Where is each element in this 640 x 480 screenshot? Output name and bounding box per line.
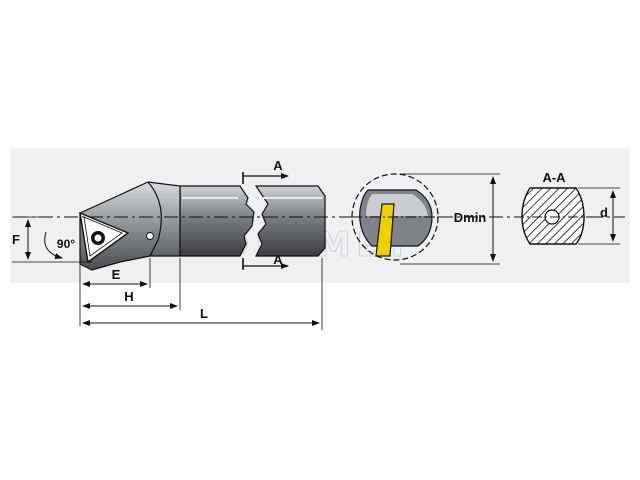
section-label-top: A xyxy=(273,158,283,173)
boring-bar-side-view xyxy=(79,181,326,271)
label-e: E xyxy=(112,267,121,282)
dimension-d: d xyxy=(578,187,620,245)
dimension-l: L xyxy=(82,258,323,330)
dimension-dmin: Dmin xyxy=(400,173,500,265)
insert-seat xyxy=(83,216,123,257)
section-cut-markers: A A xyxy=(242,158,289,270)
dimension-f: F xyxy=(12,216,92,263)
dimension-e: E xyxy=(79,258,151,326)
label-angle: 90° xyxy=(57,237,75,251)
shank xyxy=(179,185,255,257)
section-label-bottom: A xyxy=(273,252,283,267)
section-a-a: A-A xyxy=(514,170,594,245)
label-l: L xyxy=(200,306,208,321)
section-view-title: A-A xyxy=(542,170,566,185)
label-f: F xyxy=(12,232,20,247)
label-d: d xyxy=(600,205,608,220)
dimension-h: H xyxy=(82,258,181,310)
end-view xyxy=(351,173,440,261)
head-curve xyxy=(147,181,162,257)
clamp-screw-hole xyxy=(146,232,154,240)
label-dmin: Dmin xyxy=(454,210,487,225)
insert-screw-center xyxy=(94,234,102,242)
angle-annotation: 90° xyxy=(44,231,75,260)
shank-end xyxy=(254,185,326,257)
label-h: H xyxy=(124,289,133,304)
